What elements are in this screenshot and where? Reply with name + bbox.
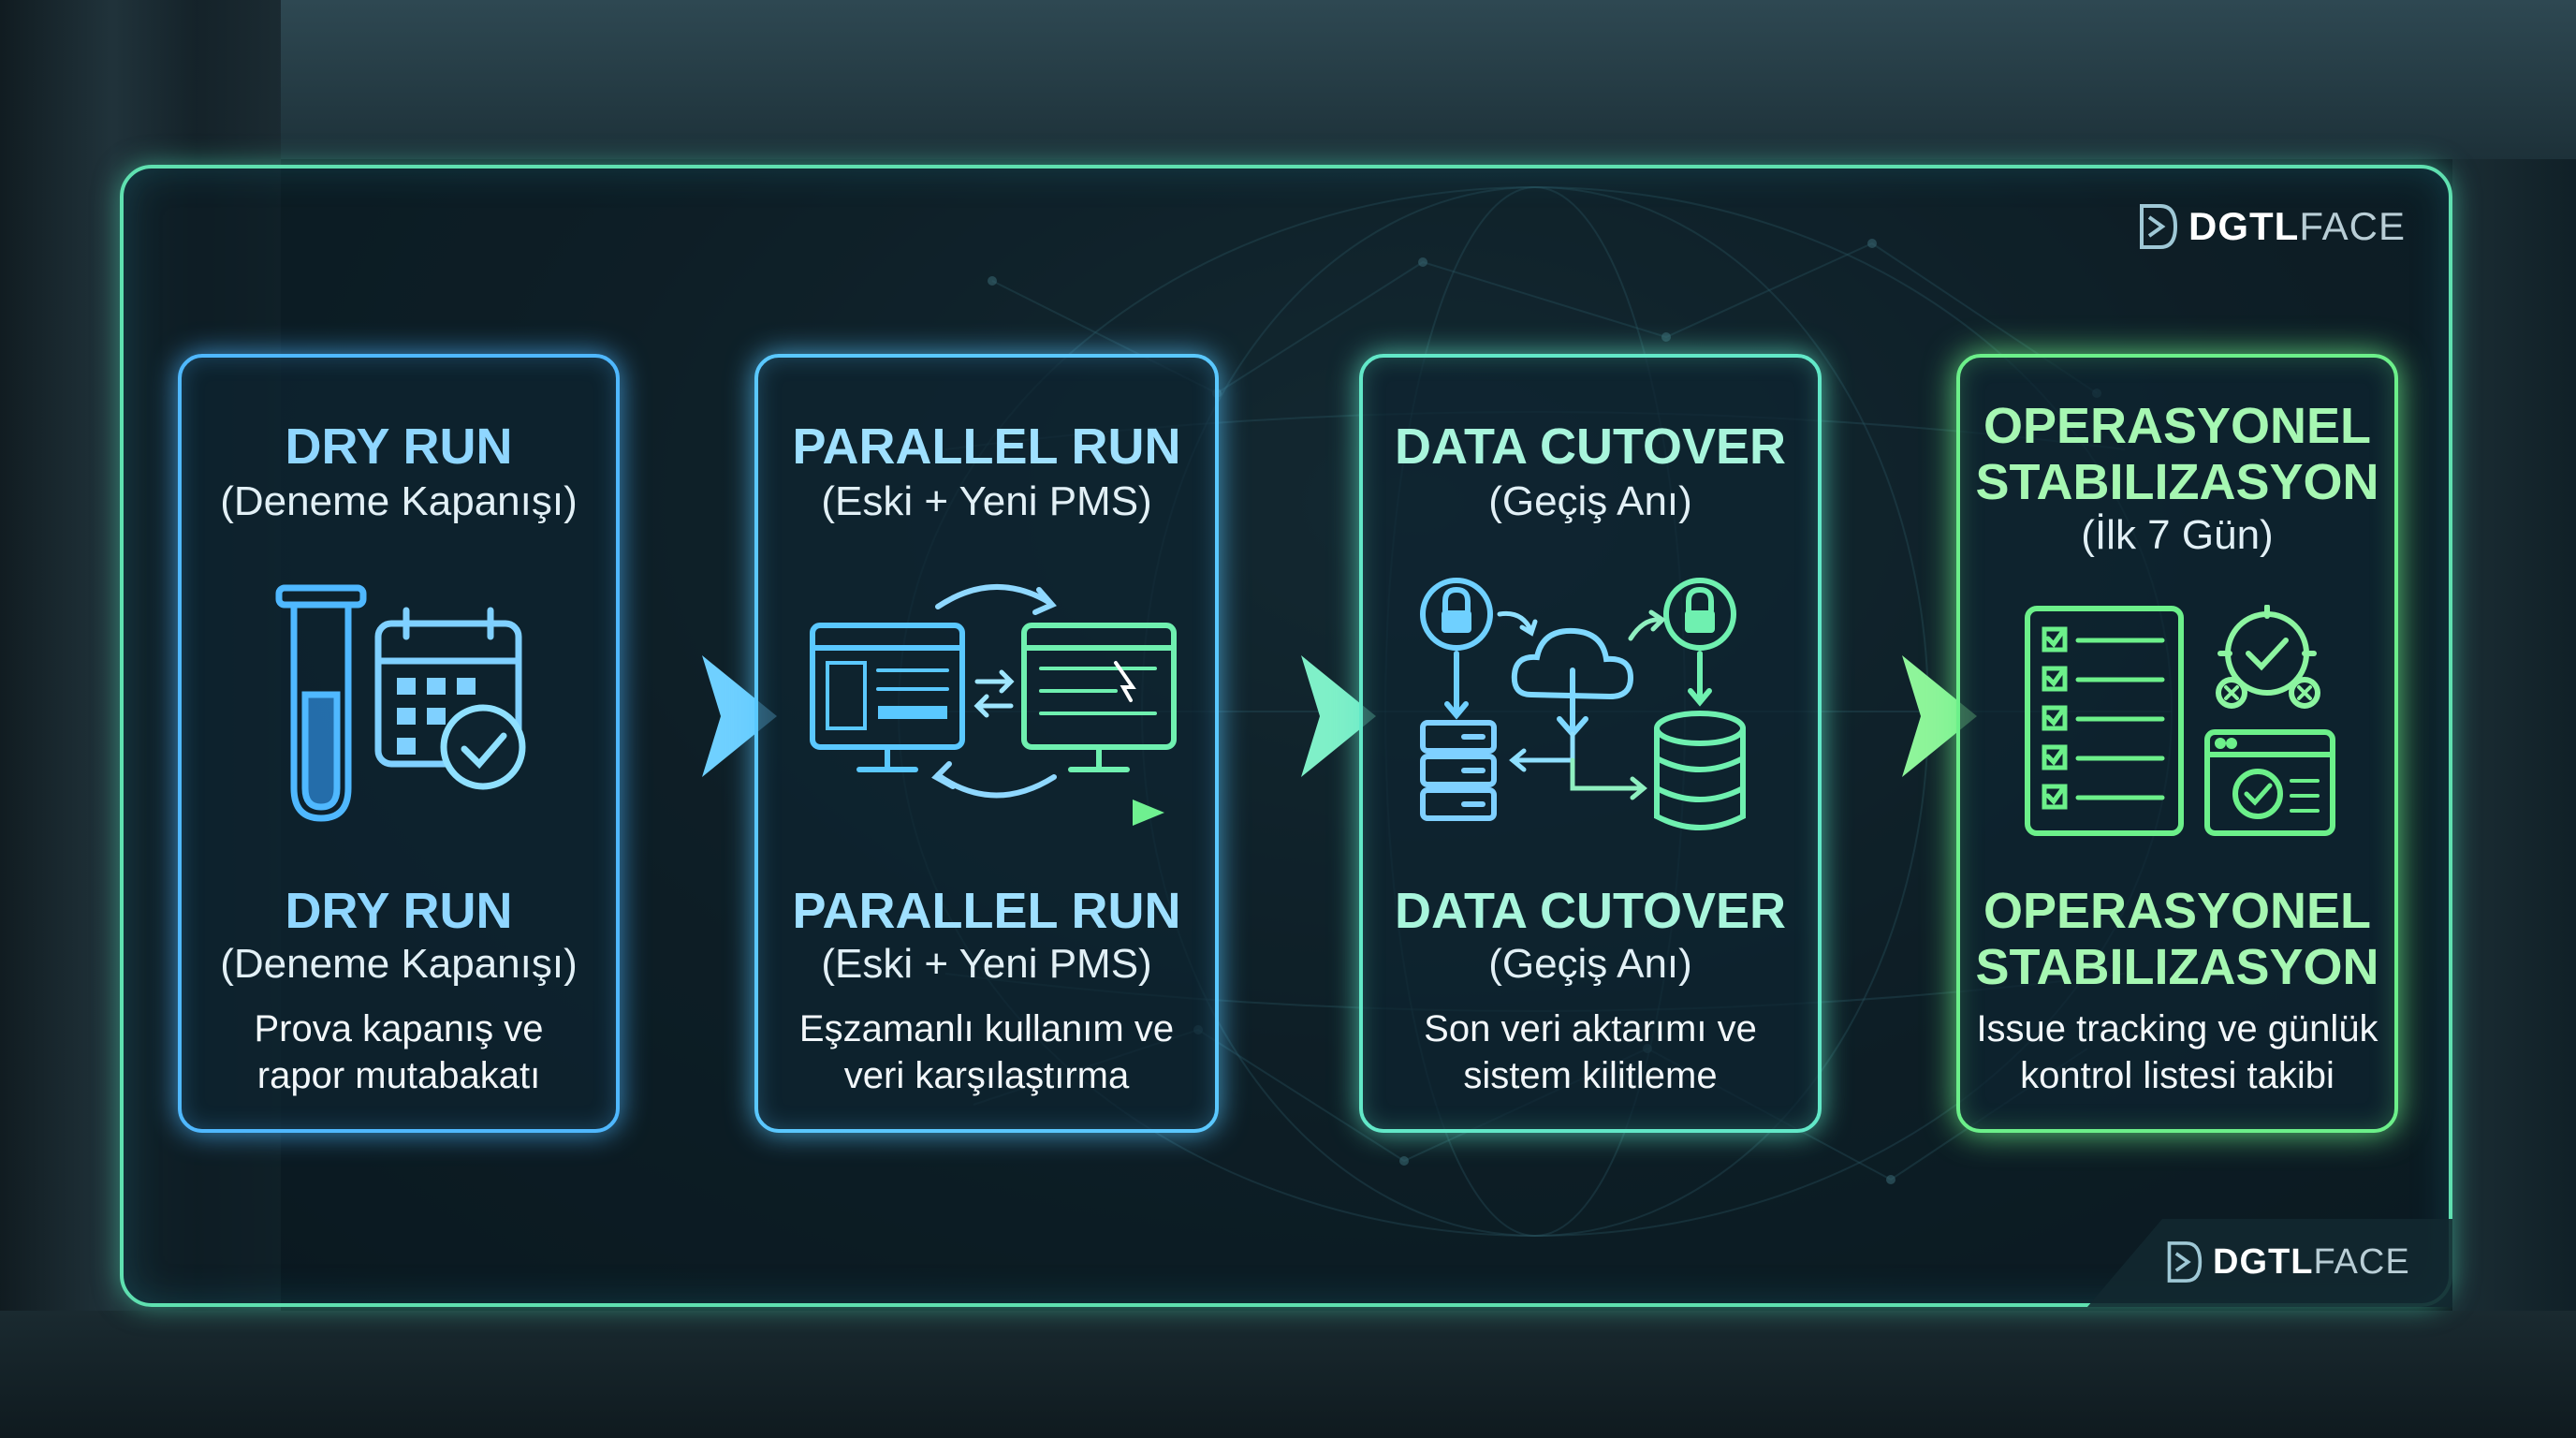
stage-subtitle-secondary: (Eski + Yeni PMS) bbox=[821, 941, 1152, 987]
cloud-transfer-icon bbox=[1511, 627, 1634, 739]
brand-logo-bottom: DGTLFACE bbox=[2164, 1240, 2410, 1284]
parallel-run-illustration bbox=[810, 584, 1177, 799]
stage-description-line-2: sistem kilitleme bbox=[1463, 1055, 1718, 1096]
stage-subtitle: (İlk 7 Gün) bbox=[2081, 512, 2274, 558]
stage-description-line-2: rapor mutabakatı bbox=[256, 1055, 541, 1096]
stage-title-secondary: PARALLEL RUN bbox=[792, 883, 1181, 939]
dry-run-illustration bbox=[275, 584, 526, 822]
brand-logo-top: DGTLFACE bbox=[2136, 202, 2406, 251]
lock-icon bbox=[1663, 578, 1736, 651]
target-check-icon bbox=[2216, 605, 2320, 709]
background-ceiling bbox=[281, 0, 2576, 159]
timeline-arrow-icon bbox=[818, 800, 1164, 826]
flow-arrow-2 bbox=[1208, 655, 1376, 777]
server-icon bbox=[1420, 720, 1497, 821]
data-cutover-illustration bbox=[1420, 578, 1746, 830]
stage-title-line-1: OPERASYONEL bbox=[1983, 398, 2372, 454]
background-wall bbox=[2452, 159, 2576, 1311]
stage-title-secondary-line-1: OPERASYONEL bbox=[1983, 883, 2372, 939]
stage-subtitle-secondary: (Geçiş Anı) bbox=[1488, 941, 1692, 987]
stage-title-line-2: STABILIZASYON bbox=[1975, 454, 2379, 510]
stage-title: PARALLEL RUN bbox=[792, 418, 1181, 475]
stage-title: DRY RUN bbox=[285, 418, 513, 475]
stage-title-secondary: DRY RUN bbox=[285, 883, 513, 939]
database-icon bbox=[1654, 711, 1746, 830]
calendar-check-icon bbox=[374, 607, 526, 790]
background-floor bbox=[0, 1311, 2576, 1438]
stage-card-operational-stabilization: OPERASYONEL STABILIZASYON (İlk 7 Gün) bbox=[1956, 354, 2398, 1133]
checklist-icon bbox=[2025, 606, 2184, 836]
stabilization-illustration bbox=[2025, 605, 2335, 836]
brand-logo-text: DGTLFACE bbox=[2188, 204, 2407, 248]
stage-subtitle: (Eski + Yeni PMS) bbox=[821, 478, 1152, 524]
brand-logo-text: DGTLFACE bbox=[2213, 1241, 2410, 1282]
stage-title-secondary-line-2: STABILIZASYON bbox=[1975, 939, 2379, 995]
flow-arrow-3 bbox=[1808, 655, 1977, 777]
stage-subtitle-secondary: (Deneme Kapanışı) bbox=[220, 941, 578, 987]
stage-subtitle: (Deneme Kapanışı) bbox=[220, 478, 578, 524]
stage-description-line-2: kontrol listesi takibi bbox=[2020, 1055, 2334, 1096]
browser-check-icon bbox=[2204, 729, 2335, 836]
stage-subtitle: (Geçiş Anı) bbox=[1488, 478, 1692, 524]
stage-description-line-1: Issue tracking ve günlük bbox=[1976, 1008, 2378, 1049]
stage-title-secondary: DATA CUTOVER bbox=[1395, 883, 1786, 939]
dual-monitor-sync-icon bbox=[810, 584, 1177, 799]
stage-description-line-1: Prova kapanış ve bbox=[254, 1008, 544, 1049]
flow-arrow-1 bbox=[608, 655, 777, 777]
lock-icon bbox=[1420, 578, 1493, 651]
dgtlface-logo-icon bbox=[2167, 1241, 2203, 1283]
test-tube-icon bbox=[275, 584, 367, 822]
stage-card-data-cutover: DATA CUTOVER (Geçiş Anı) bbox=[1359, 354, 1822, 1133]
stage-title: DATA CUTOVER bbox=[1395, 418, 1786, 475]
stage-description-line-2: veri karşılaştırma bbox=[843, 1055, 1130, 1096]
stage-card-parallel-run: PARALLEL RUN (Eski + Yeni PMS) bbox=[754, 354, 1219, 1133]
dgtlface-logo-icon bbox=[2140, 204, 2178, 249]
stage-description-line-1: Son veri aktarımı ve bbox=[1424, 1008, 1757, 1049]
stage-card-dry-run: DRY RUN (Deneme Kapanışı) DRY RUN (Denem… bbox=[178, 354, 620, 1133]
stage-description-line-1: Eşzamanlı kullanım ve bbox=[798, 1008, 1175, 1049]
